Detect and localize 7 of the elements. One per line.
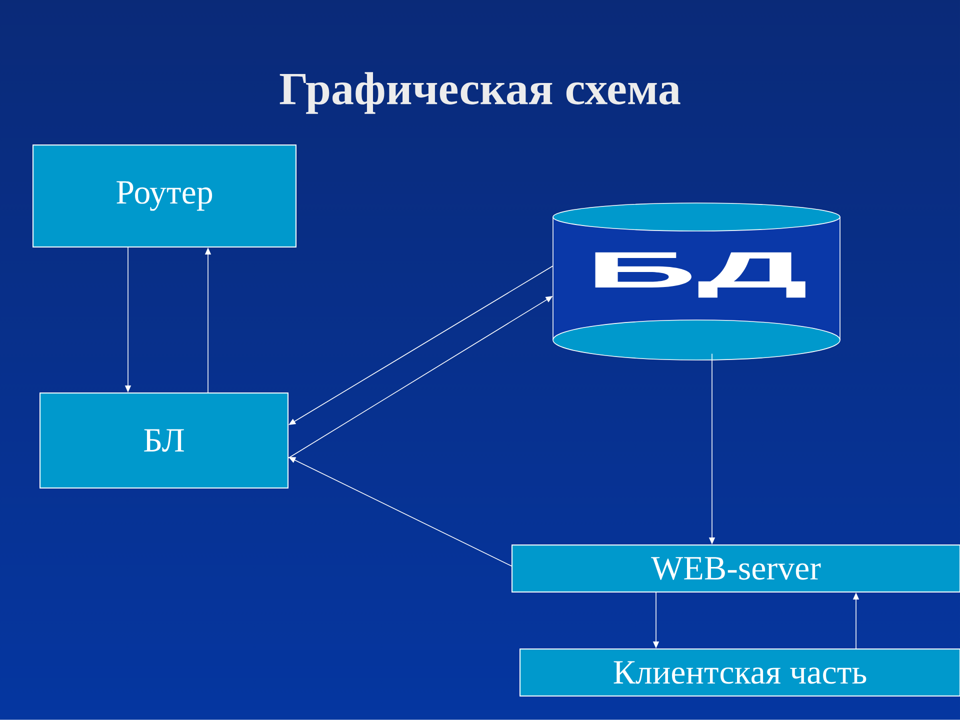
process-box: Роутер [32,144,296,248]
process-box: WEB-server [512,544,960,592]
process-box: БЛ [40,392,288,488]
arrow [288,266,554,425]
slide-title: Графическая схема [280,72,680,114]
database-cylinder: БД [552,202,840,360]
process-box: Клиентская часть [520,648,960,696]
